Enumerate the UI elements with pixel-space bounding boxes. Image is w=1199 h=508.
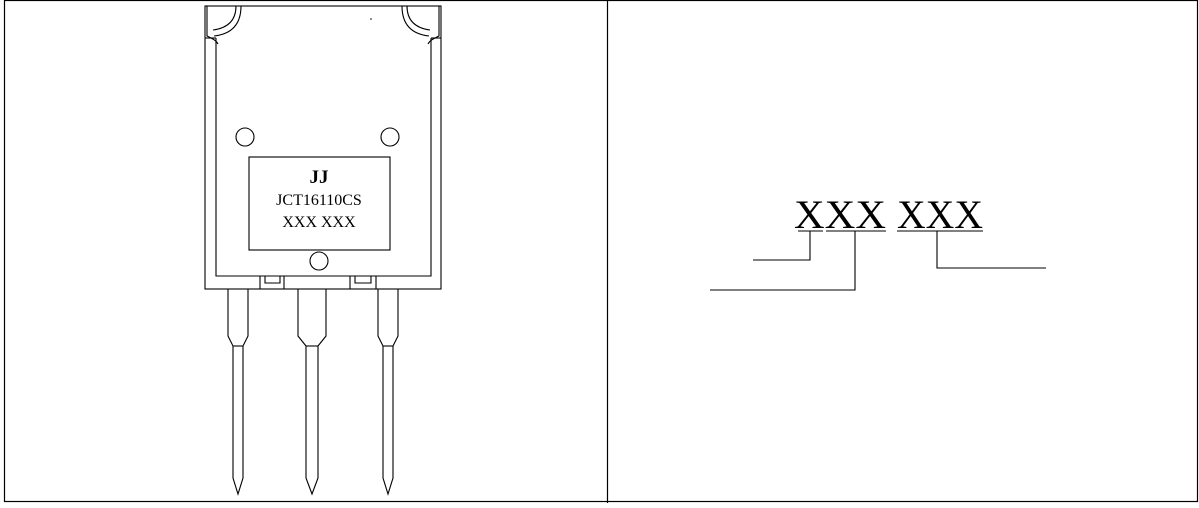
brand-logo-icon: JJ (310, 167, 329, 188)
mounting-hole-bottom (309, 251, 329, 271)
package-drawing-cell: JJ JCT16110CS XXX XXX (204, 5, 442, 496)
label-plate (248, 156, 391, 251)
mounting-hole-left (235, 127, 255, 147)
leader-line-1 (753, 231, 811, 261)
lead-right (377, 289, 399, 496)
marking-group-1: XXX (794, 192, 886, 237)
corner-notch-left (206, 5, 242, 45)
corner-notch-right (401, 5, 440, 45)
marking-legend-diagram: XXX XXX (710, 192, 1046, 291)
to-247-package-drawing: JJ JCT16110CS XXX XXX (204, 5, 442, 496)
marking-group-2: XXX (897, 192, 983, 237)
package-body-outline (204, 5, 442, 290)
marking-legend-cell: XXX XXX (607, 0, 1199, 503)
lead-left (227, 289, 249, 496)
lead-middle (297, 289, 327, 496)
leader-line-3 (936, 231, 1046, 269)
package-body-rim (215, 38, 432, 277)
mounting-hole-right (380, 127, 400, 147)
leader-line-2 (710, 231, 856, 291)
part-number-label: JCT16110CS (276, 192, 362, 209)
marking-code-label: XXX XXX (282, 214, 356, 231)
